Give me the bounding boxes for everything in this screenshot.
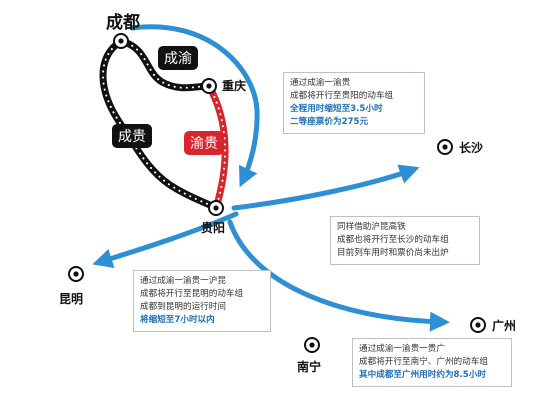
station-marker-icon bbox=[201, 78, 217, 94]
badge-yugui bbox=[184, 131, 224, 155]
info-box-kunming-route: 通过成渝一渝贵一沪昆 成都将开行至昆明的动车组 成都到昆明的运行时间 将缩短至7… bbox=[133, 270, 271, 332]
label-chengyu: 成渝 bbox=[164, 51, 192, 67]
rail-line-chengyu-dots bbox=[120, 40, 210, 89]
info-highlight: 全程用时缩短至3.5小时 bbox=[290, 104, 383, 114]
info-line: 通过成渝一渝贵 bbox=[290, 78, 351, 88]
info-line: 成都到昆明的运行时间 bbox=[140, 302, 226, 312]
station-markers bbox=[68, 33, 486, 353]
arrow-guiyang-to-kunming bbox=[92, 211, 239, 268]
info-line: 成都将开行至贵阳的动车组 bbox=[290, 91, 394, 101]
arrow-guiyang-to-guangzhou bbox=[227, 219, 450, 332]
label-chenggui: 成贵 bbox=[118, 129, 146, 145]
station-marker-icon bbox=[208, 200, 224, 216]
info-box-chongqing-route: 通过成渝一渝贵 成都将开行至贵阳的动车组 全程用时缩短至3.5小时 二等座票价为… bbox=[283, 72, 425, 134]
city-label-chongqing: 重庆 bbox=[222, 78, 246, 93]
info-line: 通过成渝一渝贵一沪昆 bbox=[140, 276, 226, 286]
label-yugui: 渝贵 bbox=[190, 136, 218, 152]
badge-chenggui bbox=[112, 124, 152, 148]
info-line: 同样借助沪昆高铁 bbox=[337, 222, 406, 232]
city-label-nanning: 南宁 bbox=[297, 359, 321, 374]
info-line: 成都将开行至昆明的动车组 bbox=[140, 289, 244, 299]
arrow-guiyang-to-changsha bbox=[231, 164, 420, 211]
rail-line-chenggui bbox=[99, 37, 220, 212]
station-marker-icon bbox=[437, 139, 453, 155]
station-marker-icon bbox=[470, 317, 486, 333]
info-line: 目前列车用时和票价尚未出炉 bbox=[337, 248, 449, 258]
city-label-guiyang: 贵阳 bbox=[201, 220, 225, 235]
arrow-chengdu-to-guiyang bbox=[129, 24, 260, 188]
city-label-kunming: 昆明 bbox=[59, 292, 83, 306]
info-line: 成都将开行至南宁、广州的动车组 bbox=[359, 357, 488, 367]
info-line: 通过成渝一渝贵一贵广 bbox=[359, 344, 445, 354]
station-marker-icon bbox=[304, 337, 320, 353]
city-label-guangzhou: 广州 bbox=[492, 318, 516, 333]
info-box-guangzhou-route: 通过成渝一渝贵一贵广 成都将开行至南宁、广州的动车组 其中成都至广州用时约为8.… bbox=[352, 338, 512, 387]
info-line: 成都也将开行至长沙的动车组 bbox=[337, 235, 449, 245]
city-label-chengdu: 成都 bbox=[106, 12, 140, 33]
rail-line-yugui-dots bbox=[208, 85, 227, 209]
info-highlight: 其中成都至广州用时约为8.5小时 bbox=[359, 370, 486, 380]
badge-chengyu bbox=[158, 46, 198, 70]
station-marker-icon bbox=[113, 33, 129, 49]
rail-lines bbox=[99, 37, 229, 212]
route-arrows bbox=[92, 24, 450, 332]
city-label-changsha: 长沙 bbox=[459, 140, 483, 155]
info-box-changsha-route: 同样借助沪昆高铁 成都也将开行至长沙的动车组 目前列车用时和票价尚未出炉 bbox=[330, 216, 480, 265]
info-highlight: 将缩短至7小时以内 bbox=[140, 315, 215, 325]
info-highlight: 二等座票价为275元 bbox=[290, 117, 369, 127]
station-marker-icon bbox=[68, 266, 84, 282]
